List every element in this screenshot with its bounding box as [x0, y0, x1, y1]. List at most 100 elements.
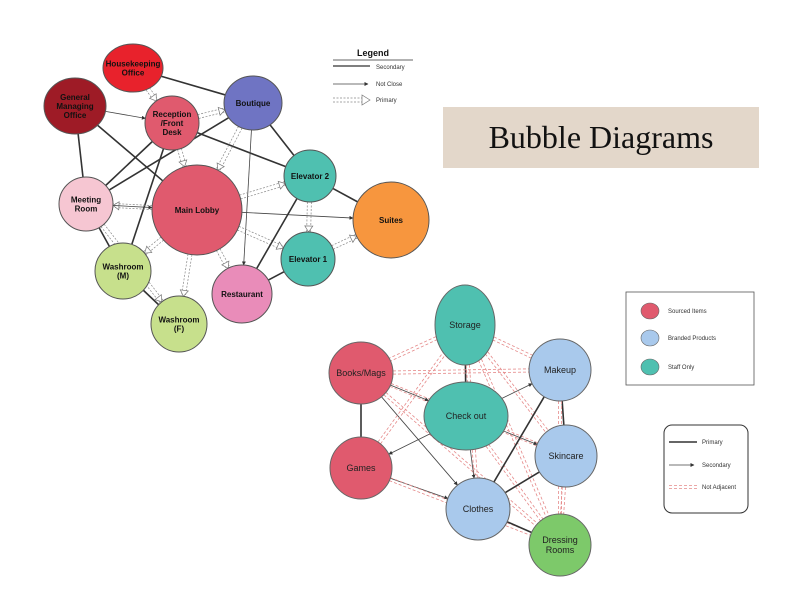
store-bubble-clothes-label: Clothes: [463, 504, 494, 514]
store-color-legend-label: Sourced Items: [668, 309, 707, 315]
hotel-bubble-boutique[interactable]: Boutique: [223, 75, 283, 131]
hotel-bubble-elev2[interactable]: Elevator 2: [283, 149, 337, 203]
store-line-legend-label: Not Adjacent: [702, 485, 736, 491]
hotel-edge-boutique-elev2: [269, 124, 295, 156]
store-color-legend-item: Staff Only: [640, 358, 694, 376]
store-bubble-clothes[interactable]: Clothes: [445, 477, 511, 541]
hotel-bubble-reception-label: /Front: [161, 119, 184, 128]
hotel-bubble-meeting-circle: [58, 176, 114, 232]
store-line-legend-item-line: Primary: [669, 440, 723, 446]
hotel-bubble-boutique-label: Boutique: [236, 99, 271, 108]
store-edge-checkout-games: [388, 433, 431, 455]
hotel-bubble-wash_f-circle: [150, 295, 208, 353]
store-color-legend-item: Branded Products: [640, 329, 716, 347]
hotel-edge-reception-elev2: [196, 131, 287, 168]
hotel-edge-meeting-wash_f: [100, 223, 164, 304]
store-bubble-skincare-label: Skincare: [548, 451, 583, 461]
store-bubble-skincare[interactable]: Skincare: [534, 424, 598, 488]
store-line-legend-label: Primary: [702, 440, 723, 446]
hotel-legend-label: Secondary: [376, 65, 405, 71]
store-edge-books-dressing: [383, 392, 538, 527]
store-bubble-makeup[interactable]: Makeup: [528, 338, 592, 402]
store-bubble-checkout-label: Check out: [446, 411, 487, 421]
hotel-edge-lobby-elev2: [239, 180, 286, 200]
store-bubble-skincare-circle: [534, 424, 598, 488]
hotel-edge-gm-lobby: [97, 124, 164, 182]
hotel-edge-meeting-lobby: [112, 205, 153, 210]
hotel-edge-elev1-suites: [331, 234, 358, 250]
hotel-edge-boutique-restaurant: [241, 129, 252, 266]
store-color-legend-label: Staff Only: [668, 365, 694, 371]
hotel-bubble-housekeeping-circle: [102, 43, 164, 93]
store-edge-books-checkout: [390, 384, 429, 402]
store-bubble-checkout[interactable]: Check out: [423, 381, 509, 451]
hotel-bubble-meeting-label: Meeting: [71, 196, 101, 205]
hotel-bubble-restaurant[interactable]: Restaurant: [211, 264, 273, 324]
hotel-bubble-suites[interactable]: Suites: [352, 181, 430, 259]
hotel-bubble-wash_f-label: (F): [174, 325, 185, 334]
hotel-edge-lobby-wash_m: [143, 236, 164, 256]
hotel-edge-boutique-meeting: [108, 117, 230, 191]
hotel-edge-reception-lobby: [177, 148, 188, 168]
store-bubble-makeup-circle: [528, 338, 592, 402]
hotel-bubble-gm-circle: [43, 77, 107, 135]
store-bubble-storage-label: Storage: [449, 320, 481, 330]
hotel-edge-meeting-wash_m: [98, 227, 111, 247]
hotel-bubble-wash_m[interactable]: Washroom(M): [94, 242, 152, 300]
store-edge-storage-skincare: [484, 351, 549, 433]
hotel-bubble-suites-label: Suites: [379, 216, 404, 225]
hotel-bubble-lobby-label: Main Lobby: [175, 206, 220, 215]
hotel-bubble-elev1[interactable]: Elevator 1: [280, 231, 336, 287]
hotel-edge-lobby-wash_f: [179, 254, 193, 297]
hotel-bubble-gm-label: General: [60, 93, 90, 102]
store-bubble-storage[interactable]: Storage: [434, 284, 496, 366]
store-bubble-checkout-circle: [423, 381, 509, 451]
store-bubble-dressing-label: Dressing: [542, 535, 578, 545]
store-color-legend-label: Branded Products: [668, 336, 716, 342]
store-edge-books-makeup: [392, 368, 530, 375]
store-line-legend-label: Secondary: [702, 463, 731, 469]
hotel-legend-title: Legend: [357, 48, 389, 58]
hotel-legend-item-line: Secondary: [333, 65, 405, 71]
hotel-bubble-restaurant-label: Restaurant: [221, 290, 263, 299]
hotel-edge-lobby-suites: [241, 211, 354, 220]
store-edge-books-skincare: [389, 383, 539, 447]
hotel-edge-elev2-restaurant: [255, 198, 298, 270]
hotel-edge-boutique-lobby: [215, 126, 243, 172]
store-bubble-games-label: Games: [346, 463, 376, 473]
store-edge-makeup-skincare: [561, 400, 565, 426]
hotel-bubble-elev2-circle: [283, 149, 337, 203]
hotel-bubble-lobby[interactable]: Main Lobby: [151, 164, 243, 256]
hotel-bubble-gm-label: Office: [64, 111, 87, 120]
hotel-edge-wash_m-wash_f: [142, 289, 160, 306]
hotel-bubble-reception-label: Desk: [162, 128, 182, 137]
hotel-legend-label: Primary: [376, 98, 397, 104]
store-bubble-books-circle: [328, 341, 394, 405]
store-bubble-books[interactable]: Books/Mags: [328, 341, 394, 405]
hotel-edge-lobby-restaurant: [216, 248, 231, 270]
store-edge-checkout-clothes: [469, 449, 476, 479]
store-bubble-games[interactable]: Games: [329, 436, 393, 500]
hotel-bubble-wash_f[interactable]: Washroom(F): [150, 295, 208, 353]
store-line-legend-item-dashed: Not Adjacent: [669, 485, 736, 491]
store-bubble-books-label: Books/Mags: [336, 368, 386, 378]
hotel-legend-item-hollow-arrow: Primary: [333, 94, 397, 106]
title-banner: Bubble Diagrams: [443, 107, 759, 168]
hotel-edge-reception-boutique: [197, 106, 226, 119]
hotel-edge-housekeeping-reception: [145, 87, 159, 103]
hotel-legend-item-arrow: Not Close: [333, 82, 403, 88]
hotel-bubble-elev1-circle: [280, 231, 336, 287]
hotel-bubble-gm-label: Managing: [56, 102, 93, 111]
hotel-legend-label: Not Close: [376, 82, 403, 88]
hotel-edge-reception-meeting: [105, 140, 153, 187]
